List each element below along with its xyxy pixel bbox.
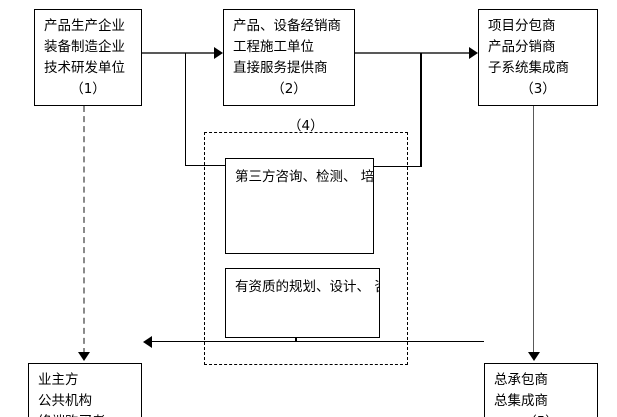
node-general-contractor-line2: 总集成商 — [494, 393, 548, 409]
group-third-party-label: （4） — [288, 118, 324, 134]
node-subcontractors-line2: 产品分销商 — [488, 39, 556, 55]
node-producers-line2: 装备制造企业 — [44, 39, 125, 55]
edge-branch-right-vertical — [420, 53, 422, 167]
node-dealers-line1: 产品、设备经销商 — [233, 18, 341, 34]
node-services-line1: 第三方咨询、检测、 — [235, 169, 357, 185]
edge-subcontractors-gc-arrowhead — [528, 352, 540, 361]
node-subcontractors-number: （3） — [520, 81, 556, 97]
node-services-line2: 培训、认证、监理等 — [360, 169, 374, 185]
node-dealers-number: （2） — [271, 81, 307, 97]
edge-planning-bottom — [295, 338, 297, 342]
node-subcontractors-line1: 项目分包商 — [488, 18, 556, 34]
edge-producers-dealers — [142, 52, 218, 54]
node-dealers-line2: 工程施工单位 — [233, 39, 314, 55]
node-subcontractors-line3: 子系统集成商 — [488, 60, 569, 76]
node-owners: 业主方 公共机构 终端购买者 （6） — [28, 363, 142, 417]
edge-dealers-subcontractors — [355, 52, 473, 54]
node-producers-line3: 技术研发单位 — [44, 60, 125, 76]
node-owners-line2: 公共机构 — [38, 393, 92, 409]
node-owners-line1: 业主方 — [38, 372, 79, 388]
edge-dealers-subcontractors-arrowhead — [469, 47, 478, 59]
node-subcontractors: 项目分包商 产品分销商 子系统集成商 （3） — [478, 9, 598, 106]
edge-producers-owners-arrowhead — [78, 352, 90, 361]
node-producers-line1: 产品生产企业 — [44, 18, 125, 34]
node-planning: 有资质的规划、设计、 咨询机构 — [225, 268, 380, 338]
group-third-party — [204, 132, 408, 365]
edge-subcontractors-general-contractor — [533, 106, 534, 354]
node-producers-number: （1） — [70, 81, 106, 97]
node-dealers-line3: 直接服务提供商 — [233, 60, 328, 76]
node-dealers: 产品、设备经销商 工程施工单位 直接服务提供商 （2） — [223, 9, 355, 106]
edge-branch-right-horizontal — [373, 166, 421, 167]
node-services: 第三方咨询、检测、 培训、认证、监理等 服务机构 — [225, 158, 374, 254]
node-general-contractor-number: （5） — [494, 412, 597, 417]
node-producers: 产品生产企业 装备制造企业 技术研发单位 （1） — [34, 9, 142, 106]
node-owners-line3: 终端购买者 — [38, 412, 141, 417]
edge-gc-owners — [150, 341, 484, 342]
node-planning-line2: 咨询机构 — [374, 279, 379, 295]
edge-branch-left-horizontal — [185, 165, 226, 166]
edge-producers-owners — [83, 106, 85, 354]
node-general-contractor: 总承包商 总集成商 （5） — [484, 363, 598, 417]
edge-gc-owners-arrowhead — [143, 336, 152, 348]
node-planning-line1: 有资质的规划、设计、 — [235, 279, 370, 295]
node-general-contractor-line1: 总承包商 — [494, 372, 548, 388]
edge-producers-dealers-arrowhead — [214, 47, 223, 59]
edge-branch-left-vertical — [185, 53, 186, 166]
